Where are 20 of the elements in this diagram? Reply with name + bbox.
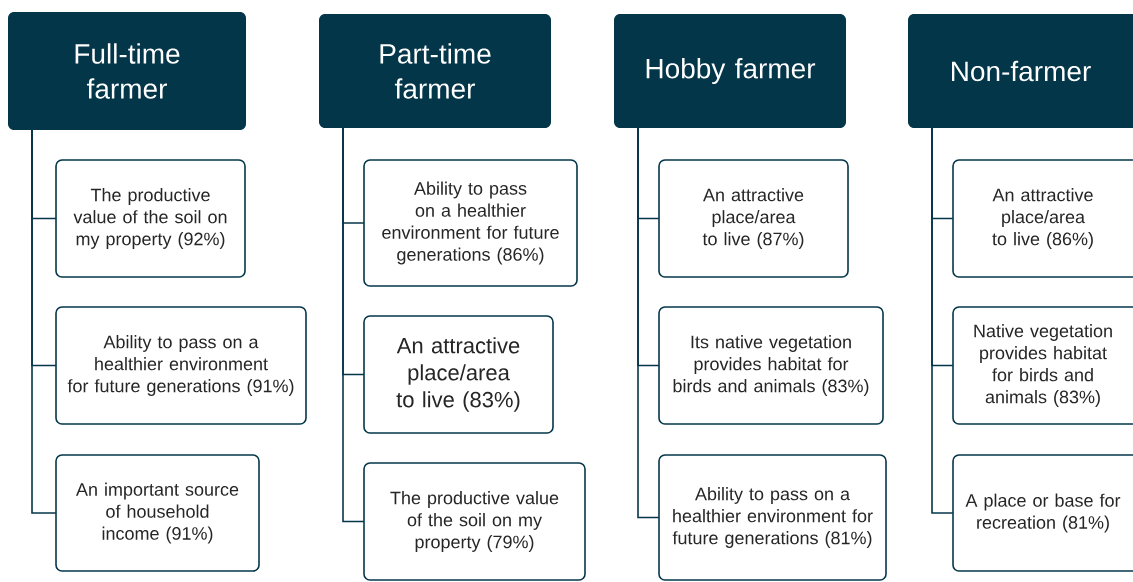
reason-box: Native vegetation provides habitat for birds and animals (83%): [952, 306, 1133, 425]
reason-box: An attractive place/area to live (86%): [952, 159, 1133, 278]
reason-box: Ability to pass on a healthier environment for future generations (86%): [363, 159, 578, 287]
category-box: Full-time farmer: [8, 12, 246, 130]
reason-box: The productive value of the soil on my property (79%): [363, 462, 586, 581]
reason-box: Ability to pass on a healthier environment for future generations (81%): [658, 454, 887, 581]
category-box: Hobby farmer: [614, 14, 846, 128]
reason-box: An important source of household income (91%): [55, 454, 260, 572]
connector: [31, 129, 57, 514]
reason-box: The productive value of the soil on my property (92%): [55, 159, 246, 278]
category-box: Non-farmer: [908, 14, 1133, 128]
reason-box: An attractive place/area to live (87%): [658, 159, 849, 278]
category-box: Part-time farmer: [319, 14, 551, 128]
connector: [931, 127, 954, 514]
reason-box: A place or base for recreation (81%): [952, 454, 1133, 572]
reason-box: An attractive place/area to live (83%): [363, 315, 554, 434]
connector: [342, 127, 365, 523]
reason-box: Ability to pass on a healthier environment for future generations (91%): [55, 306, 307, 425]
connector: [637, 127, 660, 519]
reason-box: Its native vegetation provides habitat for birds and animals (83%): [658, 306, 884, 425]
